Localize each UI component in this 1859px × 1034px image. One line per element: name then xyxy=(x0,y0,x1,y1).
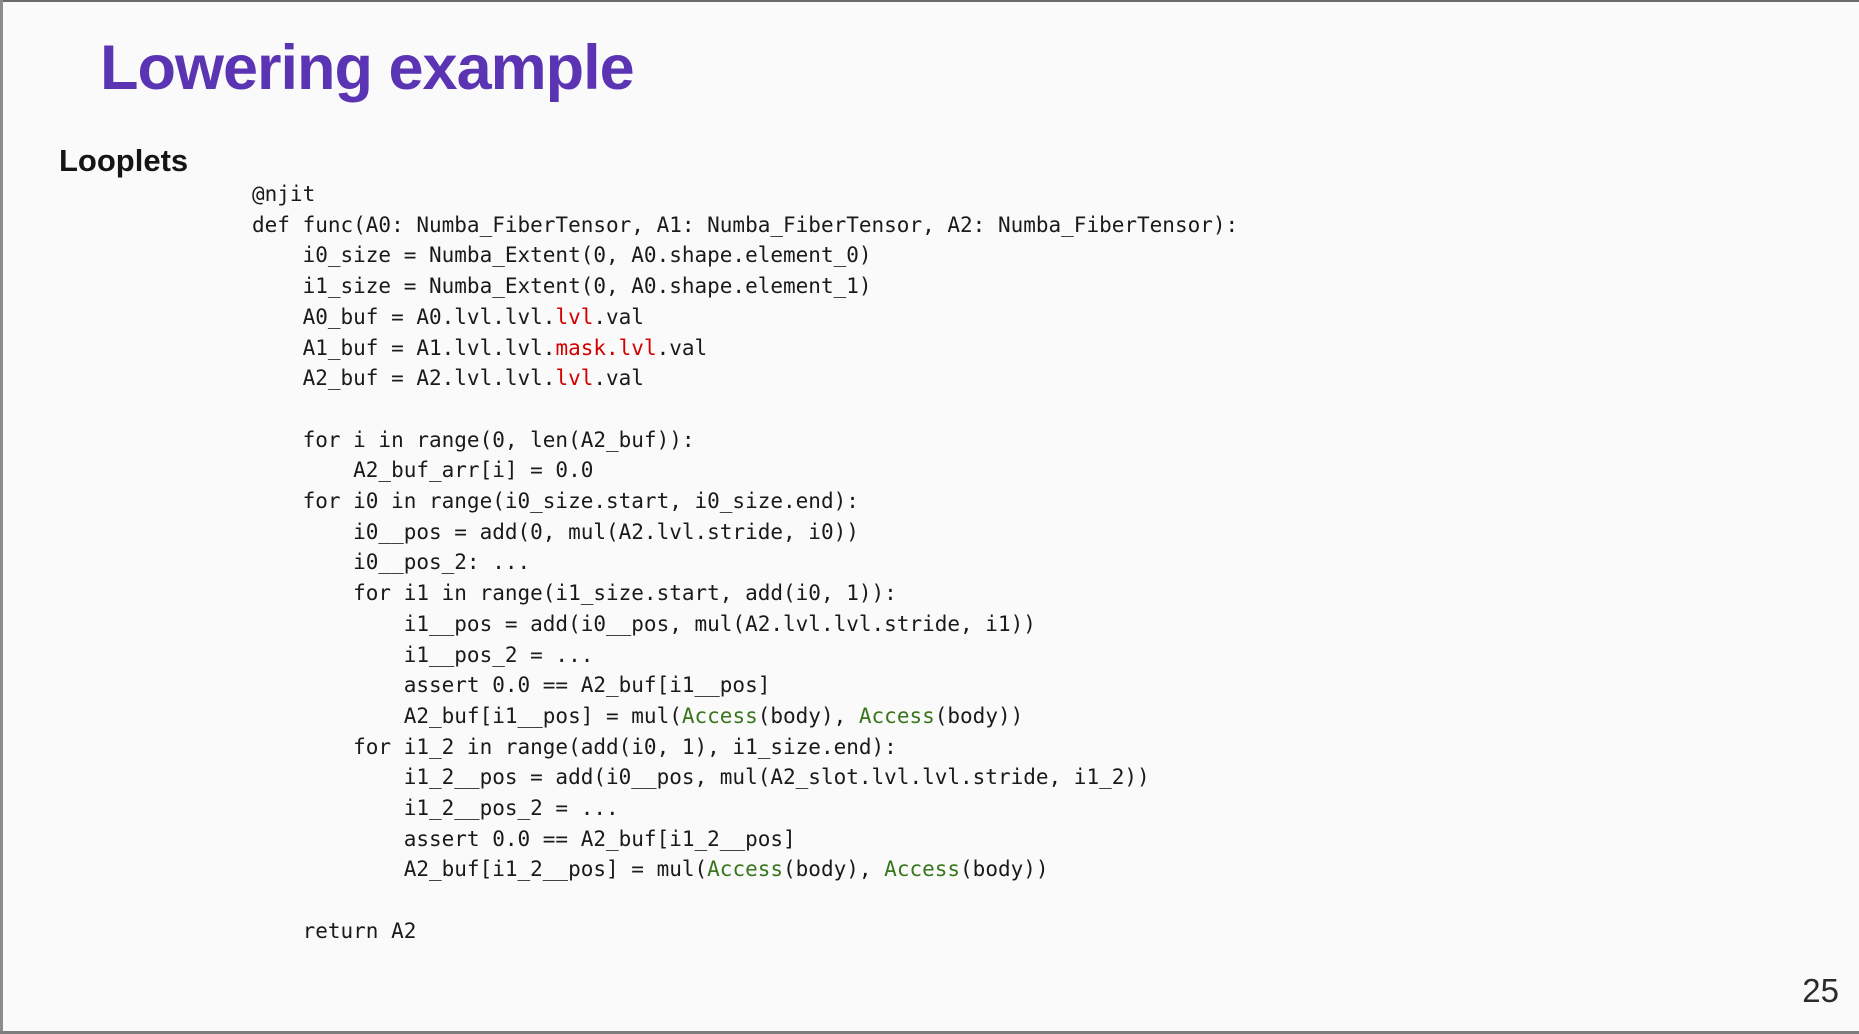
code-line: i1_2__pos_2 = ... xyxy=(252,793,1238,824)
window-bottom-border xyxy=(0,1031,1859,1034)
code-line: A2_buf = A2.lvl.lvl.lvl.val xyxy=(252,363,1238,394)
code-segment: @njit xyxy=(252,182,316,206)
code-line: i1__pos_2 = ... xyxy=(252,640,1238,671)
code-segment-red: lvl xyxy=(555,366,594,391)
code-line: for i in range(0, len(A2_buf)): xyxy=(252,425,1238,456)
code-segment-green: Access xyxy=(681,703,758,728)
code-line: i0__pos = add(0, mul(A2.lvl.stride, i0)) xyxy=(252,517,1238,548)
code-segment: for i1 in range(i1_size.start, add(i0, 1… xyxy=(252,581,897,606)
window-top-border xyxy=(0,0,1859,2)
code-segment: i1_2__pos = add(i0__pos, mul(A2_slot.lvl… xyxy=(252,765,1150,790)
code-segment: i0_size = Numba_Extent(0, A0.shape.eleme… xyxy=(252,243,872,268)
code-segment: for i in range(0, len(A2_buf)): xyxy=(252,427,695,452)
code-line: i1__pos = add(i0__pos, mul(A2.lvl.lvl.st… xyxy=(252,609,1238,640)
code-segment: (body)) xyxy=(934,703,1024,728)
section-label: Looplets xyxy=(59,143,189,178)
window-left-border xyxy=(0,0,3,1034)
code-segment-red: mask.lvl xyxy=(555,335,657,360)
code-segment: i1__pos_2 = ... xyxy=(252,642,594,667)
page-number: 25 xyxy=(1802,972,1839,1009)
code-line: A2_buf[i1_2__pos] = mul(Access(body), Ac… xyxy=(252,854,1238,885)
code-line: @njit xyxy=(252,179,1238,210)
code-line: for i0 in range(i0_size.start, i0_size.e… xyxy=(252,486,1238,517)
code-segment: (body), xyxy=(783,857,885,882)
code-block: @njit def func(A0: Numba_FiberTensor, A1:… xyxy=(252,179,1238,947)
code-line xyxy=(252,885,1238,916)
code-segment: assert 0.0 == A2_buf[i1__pos] xyxy=(252,673,771,698)
code-segment: i0__pos_2: ... xyxy=(252,550,531,575)
code-segment: (body)) xyxy=(960,857,1049,882)
code-line: assert 0.0 == A2_buf[i1_2__pos] xyxy=(252,824,1238,855)
code-line: A1_buf = A1.lvl.lvl.mask.lvl.val xyxy=(252,333,1238,364)
code-line: A2_buf_arr[i] = 0.0 xyxy=(252,455,1238,486)
code-line: i1_size = Numba_Extent(0, A0.shape.eleme… xyxy=(252,271,1238,302)
code-line: def func(A0: Numba_FiberTensor, A1: Numb… xyxy=(252,210,1238,241)
code-line: i0__pos_2: ... xyxy=(252,547,1238,578)
code-segment-green: Access xyxy=(707,857,784,882)
code-segment: i0__pos = add(0, mul(A2.lvl.stride, i0)) xyxy=(252,519,859,544)
code-segment: .val xyxy=(593,304,644,329)
code-line: i0_size = Numba_Extent(0, A0.shape.eleme… xyxy=(252,240,1238,271)
code-segment: .val xyxy=(593,366,644,391)
code-segment: i1__pos = add(i0__pos, mul(A2.lvl.lvl.st… xyxy=(252,611,1036,636)
code-segment: i1_2__pos_2 = ... xyxy=(252,796,619,821)
code-line: for i1_2 in range(add(i0, 1), i1_size.en… xyxy=(252,732,1238,763)
code-segment: def func(A0: Numba_FiberTensor, A1: Numb… xyxy=(252,212,1239,237)
code-segment: A2_buf_arr[i] = 0.0 xyxy=(252,458,594,483)
code-line: for i1 in range(i1_size.start, add(i0, 1… xyxy=(252,578,1238,609)
code-line: return A2 xyxy=(252,916,1238,947)
code-line: A0_buf = A0.lvl.lvl.lvl.val xyxy=(252,302,1238,333)
code-segment-red: lvl xyxy=(555,304,594,329)
code-line: A2_buf[i1__pos] = mul(Access(body), Acce… xyxy=(252,701,1238,732)
code-segment: assert 0.0 == A2_buf[i1_2__pos] xyxy=(252,826,796,851)
code-segment: return A2 xyxy=(252,918,417,943)
code-segment: A1_buf = A1.lvl.lvl. xyxy=(252,335,556,360)
code-segment: A2_buf = A2.lvl.lvl. xyxy=(252,366,556,391)
code-segment: (body), xyxy=(757,703,859,728)
code-segment: A2_buf[i1__pos] = mul( xyxy=(252,703,682,728)
slide-title: Lowering example xyxy=(100,33,635,103)
code-segment: .val xyxy=(656,335,708,360)
code-segment: A2_buf[i1_2__pos] = mul( xyxy=(252,857,708,882)
code-line: assert 0.0 == A2_buf[i1__pos] xyxy=(252,670,1238,701)
code-segment-green: Access xyxy=(858,703,935,728)
code-segment: i1_size = Numba_Extent(0, A0.shape.eleme… xyxy=(252,274,872,299)
code-segment: for i1_2 in range(add(i0, 1), i1_size.en… xyxy=(252,734,897,759)
code-segment-green: Access xyxy=(884,857,961,882)
code-line: i1_2__pos = add(i0__pos, mul(A2_slot.lvl… xyxy=(252,762,1238,793)
code-segment: for i0 in range(i0_size.start, i0_size.e… xyxy=(252,489,859,514)
code-line xyxy=(252,394,1238,425)
code-segment: A0_buf = A0.lvl.lvl. xyxy=(252,304,556,329)
